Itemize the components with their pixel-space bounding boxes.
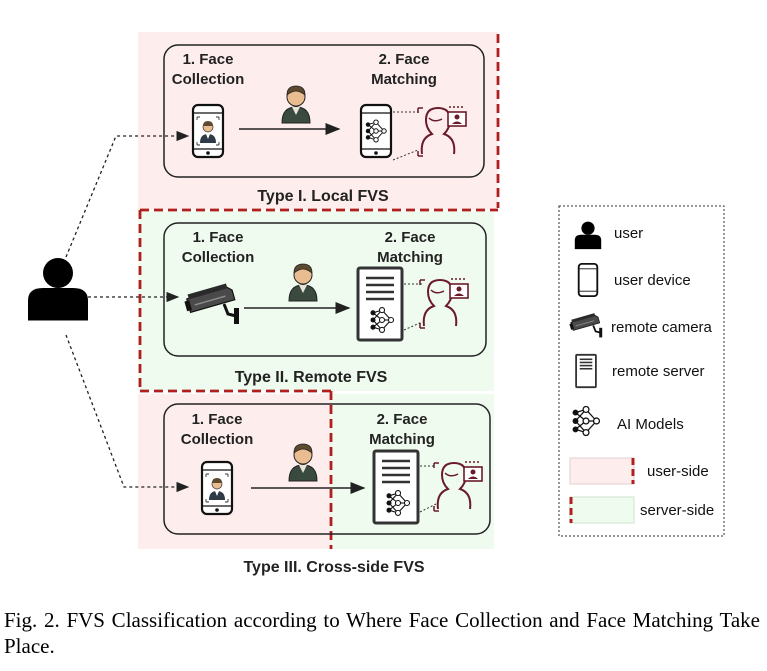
user-connectors: [65, 130, 190, 493]
legend-label-user-device: user device: [614, 272, 691, 289]
legend-label-remote-server: remote server: [612, 363, 705, 380]
user-icon: [28, 258, 88, 321]
legend-label-server-side: server-side: [640, 502, 714, 519]
step2-label-line2: Matching: [377, 249, 443, 266]
step1-label-line1: 1. Face: [193, 229, 244, 246]
panel-title: Type III. Cross-side FVS: [243, 559, 424, 576]
ai-device-icon: [361, 105, 391, 157]
legend-remote-server-icon: [575, 353, 597, 389]
step2-label-line2: Matching: [371, 71, 437, 88]
step1-label-line2: Collection: [182, 249, 255, 266]
legend-label-ai-models: AI Models: [617, 416, 684, 433]
panel-box: [163, 403, 491, 535]
remote-server-icon: [358, 268, 402, 340]
figure-caption: Fig. 2. FVS Classification according to …: [4, 608, 760, 658]
panel-type3-cross-side-fvs: 1. Face Collection 2. Face Matching Type…: [163, 403, 491, 576]
step2-label-line2: Matching: [369, 431, 435, 448]
panel-type1-local-fvs: 1. Face Collection 2. Face Matching Type…: [163, 44, 485, 205]
step1-label-line1: 1. Face: [183, 51, 234, 68]
legend-user-side-swatch: [569, 457, 635, 485]
legend-user-device-icon: [577, 262, 599, 298]
boundary-lines: [138, 34, 500, 549]
step2-label-line1: 2. Face: [385, 229, 436, 246]
panel-box: [163, 222, 487, 357]
step2-label-line1: 2. Face: [377, 411, 428, 428]
fvs-classification-diagram: 1. Face Collection 2. Face Matching Type…: [28, 32, 725, 576]
remote-server-icon: [374, 451, 418, 523]
step1-label-line2: Collection: [181, 431, 254, 448]
step1-label-line1: 1. Face: [192, 411, 243, 428]
legend: user user device remote camera remote se…: [558, 205, 725, 537]
legend-server-side-swatch: [569, 496, 635, 524]
panel-title: Type II. Remote FVS: [235, 369, 388, 386]
legend-label-user-side: user-side: [647, 463, 709, 480]
panel-type2-remote-fvs: 1. Face Collection 2. Face Matching Type…: [163, 222, 487, 386]
panel-box: [163, 44, 485, 178]
legend-label-user: user: [614, 225, 643, 242]
user-device-icon: [200, 460, 234, 516]
panel-title: Type I. Local FVS: [257, 188, 389, 205]
user-device-icon: [191, 103, 225, 159]
step1-label-line2: Collection: [172, 71, 245, 88]
legend-label-remote-camera: remote camera: [611, 319, 713, 336]
step2-label-line1: 2. Face: [379, 51, 430, 68]
